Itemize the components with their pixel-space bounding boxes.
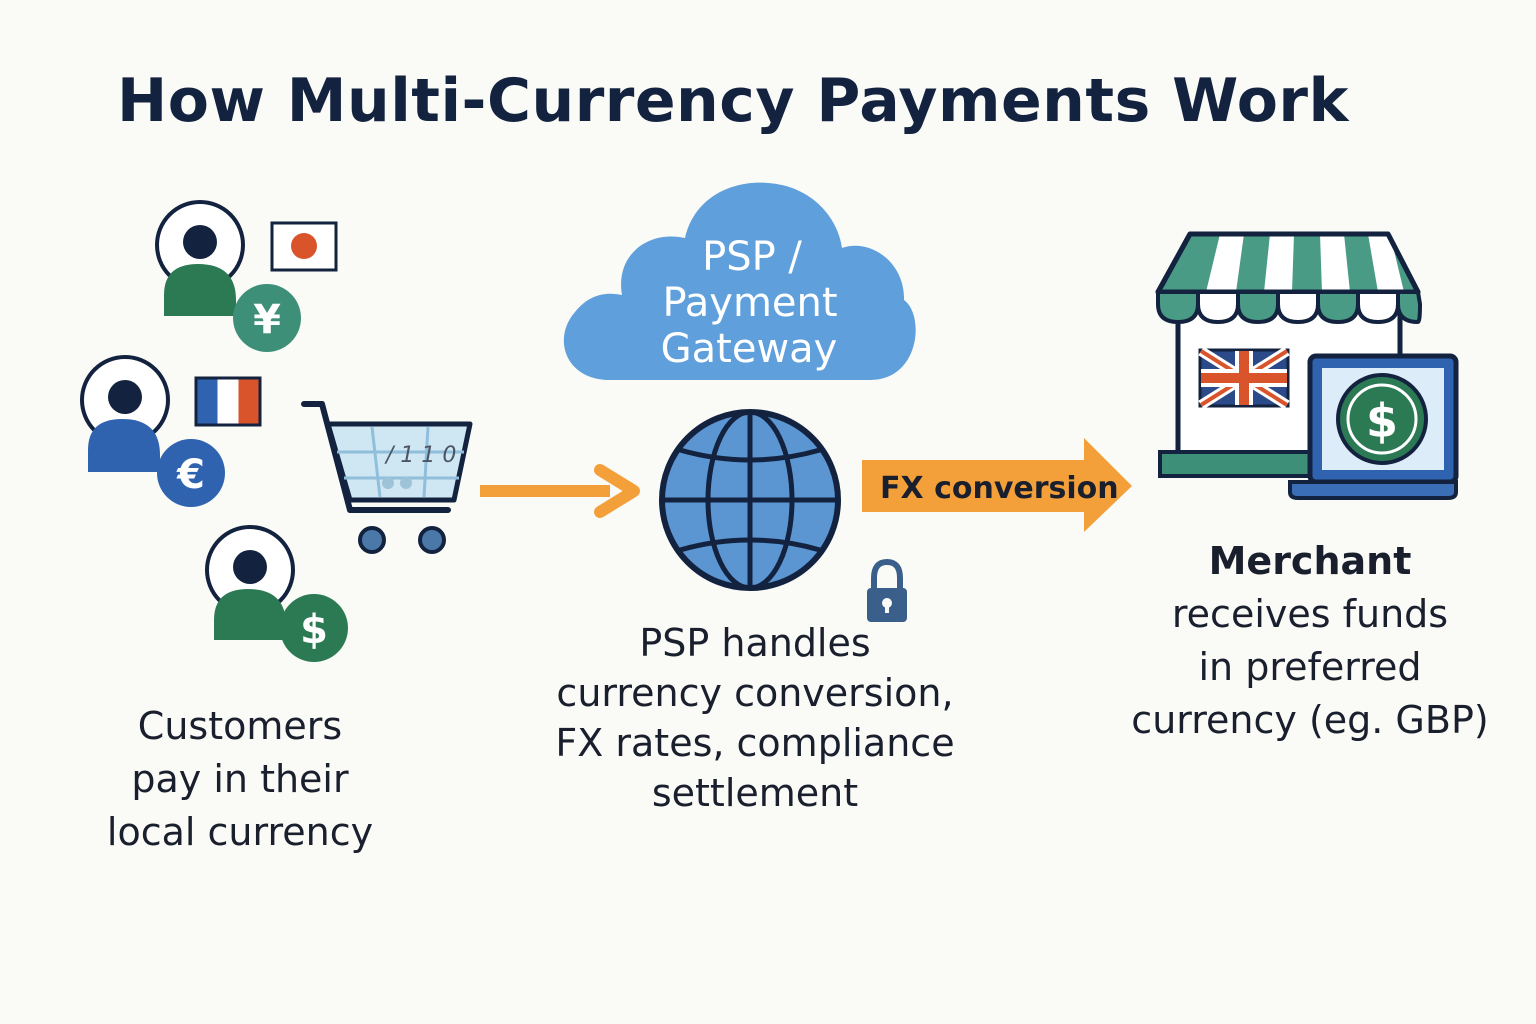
customer-japan: ¥: [155, 200, 338, 352]
yen-coin-icon: [233, 284, 301, 352]
merchant-title: Merchant: [1208, 539, 1412, 583]
customers-caption-line-2: pay in their: [131, 757, 349, 801]
customers-caption-line-3: local currency: [106, 810, 374, 854]
psp-caption-line-2: currency conversion,: [556, 671, 954, 715]
cloud-label-line-3: Gateway: [661, 326, 838, 372]
shopping-cart-icon: / 1 1 0: [301, 401, 473, 554]
customers-caption-line-1: Customers: [137, 704, 343, 748]
euro-symbol: €: [176, 452, 205, 498]
merchant-caption: Merchant receives funds in preferred cur…: [1130, 535, 1490, 747]
lock-icon: [867, 558, 907, 622]
customer-body-icon: [88, 419, 160, 472]
laptop-icon: $: [1288, 353, 1459, 500]
france-flag-icon: [194, 376, 262, 427]
psp-caption-line-4: settlement: [651, 771, 859, 815]
psp-cloud-icon: PSP / Payment Gateway: [563, 182, 916, 380]
cloud-label-line-1: PSP /: [702, 234, 802, 280]
customer-head-icon: [183, 225, 217, 259]
fx-conversion-label: FX conversion: [880, 471, 1119, 506]
euro-coin-icon: [157, 439, 225, 507]
page-title: How Multi-Currency Payments Work: [117, 66, 1349, 136]
customer-head-icon: [233, 550, 267, 584]
customer-dollar: $: [205, 525, 348, 662]
cloud-label-line-2: Payment: [662, 280, 837, 326]
psp-caption: PSP handles currency conversion, FX rate…: [555, 618, 955, 818]
customer-body-icon: [164, 264, 236, 316]
merchant-dollar-symbol: $: [1366, 394, 1398, 448]
uk-flag-icon: [1198, 346, 1290, 410]
dollar-coin-icon: [280, 594, 348, 662]
fx-conversion-arrow: FX conversion: [862, 438, 1132, 532]
dollar-symbol: $: [300, 607, 328, 653]
merchant-caption-line-2: in preferred: [1198, 645, 1422, 689]
merchant-caption-line-3: currency (eg. GBP): [1131, 698, 1489, 742]
yen-symbol: ¥: [253, 297, 281, 343]
customers-caption: Customers pay in their local currency: [80, 700, 400, 859]
globe-icon: [659, 409, 841, 591]
cart-scribble: / 1 1 0: [384, 443, 456, 468]
japan-flag-icon: [270, 221, 338, 272]
customer-body-icon: [214, 589, 286, 640]
customer-france: €: [80, 355, 262, 507]
psp-caption-line-3: FX rates, compliance: [555, 721, 955, 765]
laptop-dollar-coin-icon: [1336, 373, 1428, 465]
psp-caption-line-1: PSP handles: [639, 621, 871, 665]
merchant-caption-line-1: receives funds: [1171, 592, 1449, 636]
customer-head-icon: [108, 380, 142, 414]
flow-arrow-icon: [480, 464, 640, 518]
